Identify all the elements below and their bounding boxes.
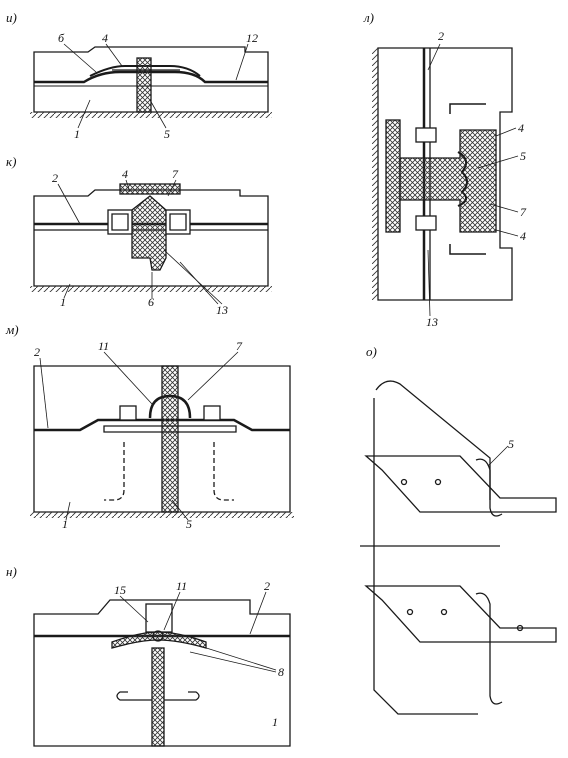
- label-2: 2: [52, 171, 58, 185]
- label-4: 4: [520, 229, 526, 243]
- panel-l-letter: л): [363, 10, 374, 25]
- label-7: 7: [236, 339, 243, 353]
- label-4: 4: [102, 31, 108, 45]
- label-5: 5: [186, 517, 192, 531]
- label-11: 11: [176, 579, 187, 593]
- panel-i: и): [6, 10, 272, 118]
- label-6: 6: [148, 295, 154, 309]
- label-5: 5: [164, 127, 170, 141]
- label-1: 1: [74, 127, 80, 141]
- panel-n-leaders: [119, 591, 277, 673]
- label-2: 2: [438, 29, 444, 43]
- panel-m-labels: 2 11 7 1 5: [34, 339, 243, 531]
- panel-n-letter: н): [6, 564, 17, 579]
- panel-o: о): [360, 344, 557, 715]
- label-8: 8: [278, 665, 284, 679]
- label-4: 4: [518, 121, 524, 135]
- panel-l-labels: 2 4 5 7 4 13: [426, 29, 527, 329]
- panel-m-letter: м): [5, 322, 19, 337]
- panel-o-letter: о): [366, 344, 377, 359]
- label-5: 5: [520, 149, 526, 163]
- panel-n: н): [6, 564, 291, 747]
- label-1: 1: [60, 295, 66, 309]
- label-2: 2: [34, 345, 40, 359]
- label-7: 7: [520, 205, 527, 219]
- panel-k-labels: 2 4 7 1 6 13: [52, 167, 228, 317]
- panel-k-leaders: [57, 179, 223, 305]
- label-11: 11: [98, 339, 109, 353]
- panel-k-letter: к): [6, 154, 16, 169]
- label-5: 5: [508, 437, 514, 451]
- panel-l: л): [363, 10, 513, 301]
- label-b: б: [58, 31, 65, 45]
- panel-k: к): [6, 154, 272, 292]
- panel-m: м): [5, 322, 294, 518]
- panel-i-labels: б 4 12 1 5: [58, 31, 258, 141]
- panel-o-labels: 5: [508, 437, 514, 451]
- label-2: 2: [264, 579, 270, 593]
- panel-i-letter: и): [6, 10, 17, 25]
- label-15: 15: [114, 583, 126, 597]
- label-13: 13: [216, 303, 228, 317]
- label-12: 12: [246, 31, 258, 45]
- label-1: 1: [272, 715, 278, 729]
- panel-n-labels: 15 11 2 8 1: [114, 579, 284, 729]
- label-4: 4: [122, 167, 128, 181]
- panel-l-leaders: [427, 43, 519, 317]
- label-1: 1: [62, 517, 68, 531]
- label-7: 7: [172, 167, 179, 181]
- panel-i-leaders: [63, 43, 249, 129]
- label-13: 13: [426, 315, 438, 329]
- panel-m-leaders: [39, 351, 239, 521]
- panel-o-leaders: [487, 445, 509, 467]
